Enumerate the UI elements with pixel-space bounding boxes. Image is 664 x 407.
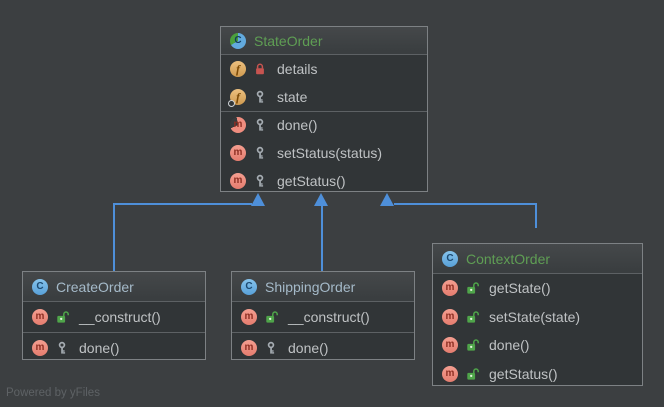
inheritance-arrowhead-icon — [314, 193, 328, 206]
public-open-lock-icon — [264, 310, 278, 324]
constructor-section: m __construct() — [232, 301, 414, 332]
class-node-stateorder[interactable]: C StateOrder f details f — [220, 26, 428, 192]
field-decor-dot-icon — [228, 99, 235, 107]
yfiles-credit: Powered by yFiles — [6, 387, 100, 399]
method-name: done() — [79, 340, 120, 356]
method-name: __construct() — [79, 309, 161, 325]
class-icon: C — [442, 250, 458, 267]
member-row[interactable]: m done() — [232, 333, 414, 363]
method-name: done() — [277, 117, 318, 134]
methods-section: m done() — [23, 332, 205, 363]
field-name: state — [277, 88, 308, 105]
method-name: getStatus() — [489, 365, 558, 382]
member-row[interactable]: m done() — [433, 331, 642, 360]
class-header[interactable]: C CreateOrder — [23, 272, 205, 301]
protected-key-icon — [264, 341, 278, 355]
class-header[interactable]: C StateOrder — [221, 27, 427, 54]
method-icon: m — [442, 337, 458, 354]
field-icon: f — [228, 88, 246, 107]
method-icon: m — [32, 340, 48, 356]
method-name: setState(state) — [489, 308, 581, 325]
public-open-lock-icon — [465, 310, 479, 324]
edge-line — [113, 203, 115, 271]
class-name: CreateOrder — [56, 278, 134, 295]
class-name: ShippingOrder — [265, 278, 356, 295]
method-name: __construct() — [288, 309, 370, 325]
member-row[interactable]: f state — [221, 83, 427, 111]
method-icon: m — [230, 173, 246, 190]
methods-section: m done() — [232, 332, 414, 363]
member-row[interactable]: m getState() — [433, 274, 642, 303]
class-header[interactable]: C ShippingOrder — [232, 272, 414, 301]
member-row[interactable]: m setState(state) — [433, 303, 642, 332]
abstract-method-icon: m — [230, 117, 246, 134]
protected-key-icon — [253, 146, 267, 160]
fields-section: f details f — [221, 54, 427, 111]
method-icon: m — [442, 280, 458, 297]
method-icon: m — [32, 309, 48, 325]
edge-line — [113, 203, 252, 205]
class-node-shippingorder[interactable]: C ShippingOrder m __construct() m — [231, 271, 415, 360]
class-header[interactable]: C ContextOrder — [433, 244, 642, 273]
method-icon: m — [241, 340, 257, 356]
class-node-contextorder[interactable]: C ContextOrder m getState() m — [432, 243, 643, 386]
protected-key-icon — [253, 118, 267, 132]
methods-section: m getState() m — [433, 273, 642, 388]
member-row[interactable]: f details — [221, 55, 427, 83]
member-row[interactable]: m __construct() — [232, 302, 414, 332]
edge-line — [321, 205, 323, 271]
field-name: details — [277, 60, 318, 77]
protected-key-icon — [55, 341, 69, 355]
public-open-lock-icon — [465, 338, 479, 352]
method-icon: m — [442, 365, 458, 382]
abstract-class-icon: C — [230, 32, 246, 49]
member-row[interactable]: m done() — [23, 333, 205, 363]
private-lock-icon — [253, 62, 267, 76]
method-name: done() — [489, 337, 530, 354]
constructor-section: m __construct() — [23, 301, 205, 332]
class-name: ContextOrder — [466, 250, 551, 267]
member-row[interactable]: m done() — [221, 112, 427, 140]
field-icon: f — [230, 60, 246, 77]
method-name: setStatus(status) — [277, 145, 383, 162]
method-icon: m — [241, 309, 257, 325]
public-open-lock-icon — [465, 367, 479, 381]
method-name: getStatus() — [277, 173, 346, 190]
member-row[interactable]: m setStatus(status) — [221, 139, 427, 167]
method-name: done() — [288, 340, 329, 356]
public-open-lock-icon — [55, 310, 69, 324]
member-row[interactable]: m getStatus() — [221, 167, 427, 195]
method-icon: m — [230, 145, 246, 162]
method-name: getState() — [489, 280, 551, 297]
class-name: StateOrder — [254, 32, 323, 49]
method-icon: m — [442, 308, 458, 325]
inheritance-arrowhead-icon — [251, 193, 265, 206]
methods-section: m done() m — [221, 110, 427, 195]
member-row[interactable]: m __construct() — [23, 302, 205, 332]
class-icon: C — [241, 278, 257, 295]
class-node-createorder[interactable]: C CreateOrder m __construct() m — [22, 271, 206, 360]
public-open-lock-icon — [465, 281, 479, 295]
protected-key-icon — [253, 174, 267, 188]
edge-line — [394, 203, 537, 205]
edge-line — [535, 203, 537, 228]
class-icon: C — [32, 278, 48, 295]
protected-key-icon — [253, 90, 267, 104]
member-row[interactable]: m getStatus() — [433, 360, 642, 389]
inheritance-arrowhead-icon — [380, 193, 394, 206]
